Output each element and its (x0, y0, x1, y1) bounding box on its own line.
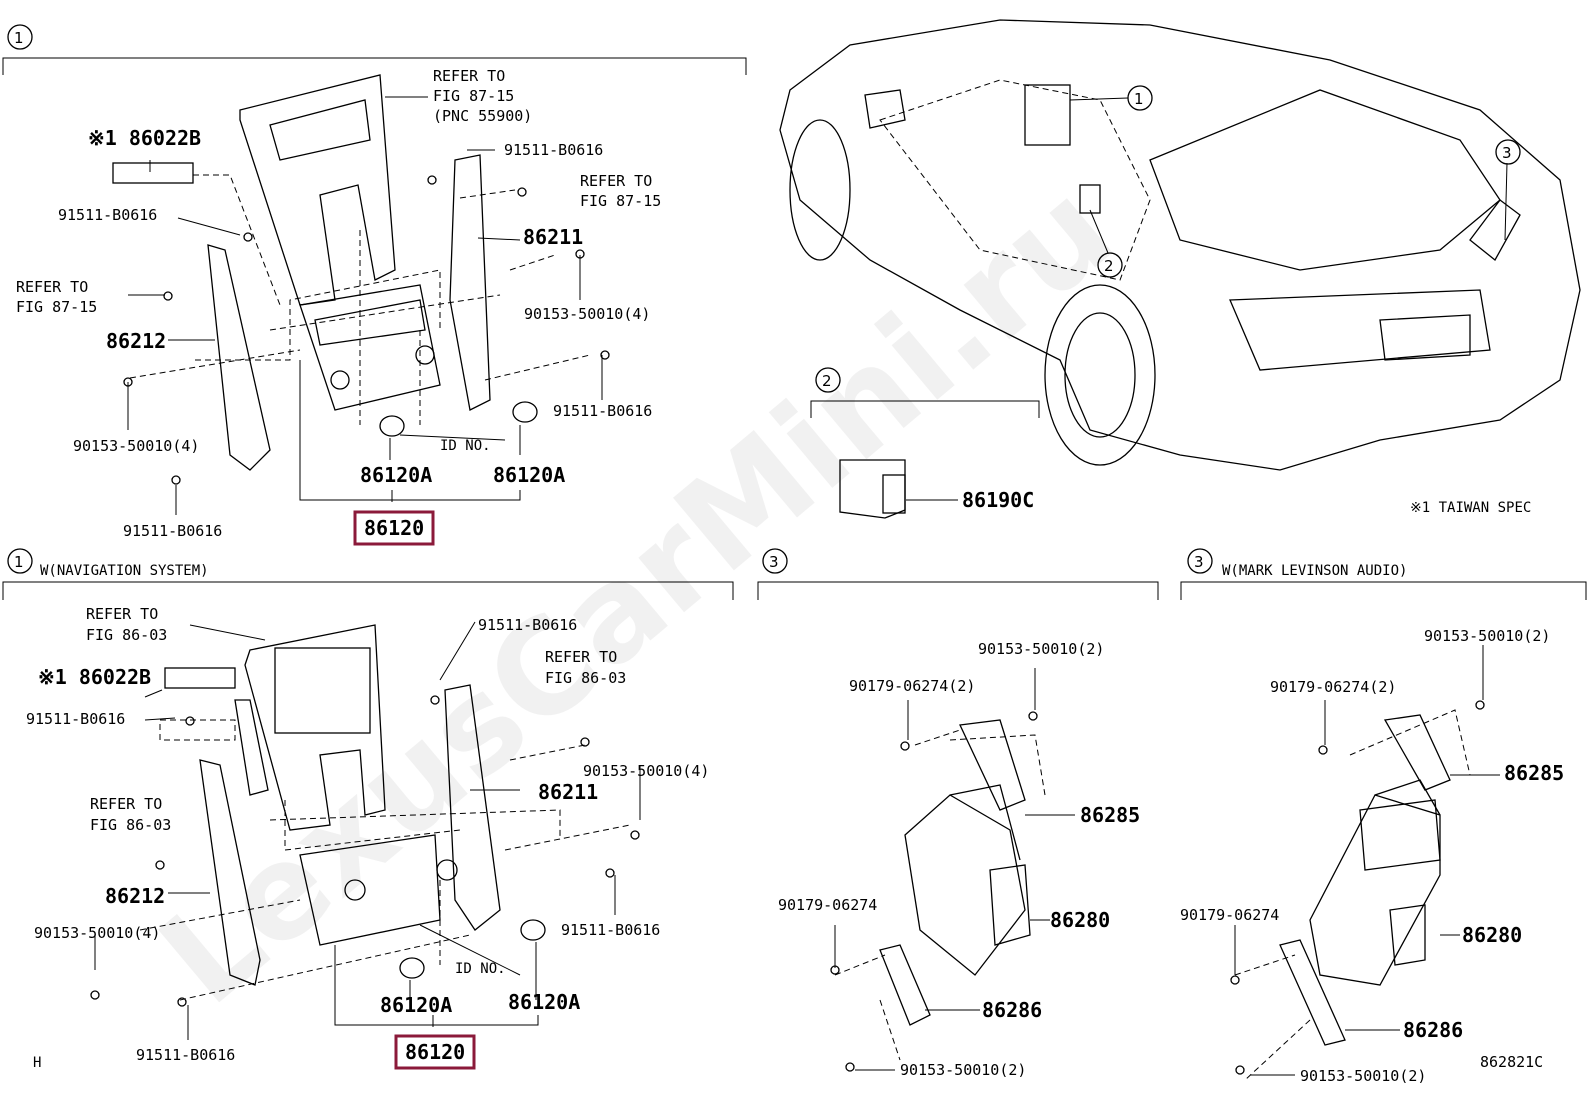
amp-nut-90179-06274: 90179-06274 (778, 896, 877, 914)
section-3-header: 3 (757, 548, 1159, 600)
refer-fig-87-15-b-line2: FIG 87-15 (580, 192, 661, 210)
section-3-ml-header: 3 W(MARK LEVINSON AUDIO) (1180, 548, 1587, 600)
section-2-number: 2 (822, 372, 832, 390)
nav-knob-86120a-b: 86120A (508, 990, 580, 1014)
ml-bracket-86285-label: 86285 (1504, 761, 1564, 785)
section-3-ml-title: W(MARK LEVINSON AUDIO) (1222, 563, 1407, 579)
amp-screw-90153-50010-2-a: 90153-50010(2) (978, 640, 1104, 658)
refer-fig-87-15-a-line1: REFER TO (433, 67, 505, 85)
top-left-labels: REFER TO FIG 87-15 (PNC 55900) ※1 86022B… (16, 67, 661, 546)
nav-refer-fig-86-03-c-line1: REFER TO (90, 795, 162, 813)
bolt-91511-b0616-b: 91511-B0616 (58, 206, 157, 224)
part-86211-label: 86211 (523, 225, 583, 249)
section-1-header: 1 (2, 24, 747, 75)
part-86190c-label: 86190C (962, 488, 1034, 512)
nav-screw-90153-50010-4-b: 90153-50010(4) (34, 924, 160, 942)
knob-86120a-a: 86120A (360, 463, 432, 487)
section-1-nav-number: 1 (14, 553, 24, 571)
ml-screw-90153-50010-2-a: 90153-50010(2) (1424, 627, 1550, 645)
nav-refer-fig-86-03-b-line2: FIG 86-03 (545, 669, 626, 687)
nav-bolt-91511-b0616-a: 91511-B0616 (478, 616, 577, 634)
section-1-number: 1 (14, 29, 24, 47)
nav-labels: REFER TO FIG 86-03 91511-B0616 REFER TO … (26, 605, 709, 1071)
nav-assy-86120-highlight-box (394, 1034, 476, 1070)
car-callout-1: 1 (1134, 90, 1144, 108)
screw-90153-50010-4-a: 90153-50010(4) (524, 305, 650, 323)
nav-panel-illustration (90, 621, 641, 1040)
id-no-label: ID NO. (440, 438, 491, 454)
section-3-ml-number: 3 (1194, 553, 1204, 571)
ml-amplifier-labels: 90153-50010(2) 90179-06274(2) 86285 9017… (1180, 627, 1564, 1085)
nav-id-no-label: ID NO. (455, 961, 506, 977)
amp-bracket-86286-label: 86286 (982, 998, 1042, 1022)
label-86022b: ※1 86022B (88, 126, 201, 150)
ml-screw-90153-50010-2-b: 90153-50010(2) (1300, 1067, 1426, 1085)
nav-part-86212-label: 86212 (105, 884, 165, 908)
ml-nut-90179-06274-2: 90179-06274(2) (1270, 678, 1396, 696)
audio-panel-illustration (112, 74, 610, 515)
nav-bolt-91511-b0616-b: 91511-B0616 (26, 710, 125, 728)
car-callout-3: 3 (1502, 144, 1512, 162)
screw-90153-50010-4-b: 90153-50010(4) (73, 437, 199, 455)
switch-86190c: 86190C (839, 459, 1034, 519)
bolt-91511-b0616-a: 91511-B0616 (504, 141, 603, 159)
section-3-number: 3 (769, 553, 779, 571)
ml-86280-label: 86280 (1462, 923, 1522, 947)
car-callout-2: 2 (1104, 257, 1114, 275)
assy-86120-label: 86120 (364, 516, 424, 540)
nav-part-86211-label: 86211 (538, 780, 598, 804)
refer-fig-87-15-a-line3: (PNC 55900) (433, 107, 532, 125)
section-1-nav-header: 1 W(NAVIGATION SYSTEM) (2, 548, 734, 600)
nav-refer-fig-86-03-c-line2: FIG 86-03 (90, 816, 171, 834)
nav-refer-fig-86-03-b-line1: REFER TO (545, 648, 617, 666)
nav-refer-fig-86-03-a-line1: REFER TO (86, 605, 158, 623)
amplifier-labels: 90153-50010(2) 90179-06274(2) 86285 9017… (778, 640, 1140, 1079)
ml-amplifier-illustration (1230, 645, 1500, 1081)
amp-86280-label: 86280 (1050, 908, 1110, 932)
amp-bracket-86285-label: 86285 (1080, 803, 1140, 827)
ml-bracket-86286-label: 86286 (1403, 1018, 1463, 1042)
diagram-id: 862821C (1480, 1053, 1543, 1071)
assy-86120-highlight-box (353, 510, 435, 546)
amp-nut-90179-06274-2: 90179-06274(2) (849, 677, 975, 695)
nav-knob-86120a-a: 86120A (380, 993, 452, 1017)
amp-screw-90153-50010-2-b: 90153-50010(2) (900, 1061, 1026, 1079)
nav-label-86022b: ※1 86022B (38, 665, 151, 689)
ml-nut-90179-06274: 90179-06274 (1180, 906, 1279, 924)
nav-refer-fig-86-03-a-line2: FIG 86-03 (86, 626, 167, 644)
knob-86120a-b: 86120A (493, 463, 565, 487)
nav-assy-86120-label: 86120 (405, 1040, 465, 1064)
nav-screw-90153-50010-4-a: 90153-50010(4) (583, 762, 709, 780)
bolt-91511-b0616-d: 91511-B0616 (553, 402, 652, 420)
bolt-91511-b0616-e: 91511-B0616 (123, 522, 222, 540)
section-1-nav-title: W(NAVIGATION SYSTEM) (40, 563, 209, 579)
car-overview-illustration (779, 19, 1581, 471)
part-86212-label: 86212 (106, 329, 166, 353)
section-2-header: 2 (810, 367, 1040, 418)
watermark: LexusCarMini.ru (132, 153, 1141, 1034)
refer-fig-87-15-c-line2: FIG 87-15 (16, 298, 97, 316)
refer-fig-87-15-b-line1: REFER TO (580, 172, 652, 190)
nav-bolt-91511-b0616-c: 91511-B0616 (561, 921, 660, 939)
refer-fig-87-15-a-line2: FIG 87-15 (433, 87, 514, 105)
amplifier-illustration (830, 668, 1075, 1072)
refer-fig-87-15-c-line1: REFER TO (16, 278, 88, 296)
car-callouts: 1 2 3 (1069, 85, 1521, 278)
page-mark: H (33, 1055, 41, 1071)
nav-bolt-91511-b0616-d: 91511-B0616 (136, 1046, 235, 1064)
footnote-taiwan-spec: ※1 TAIWAN SPEC (1410, 500, 1531, 516)
